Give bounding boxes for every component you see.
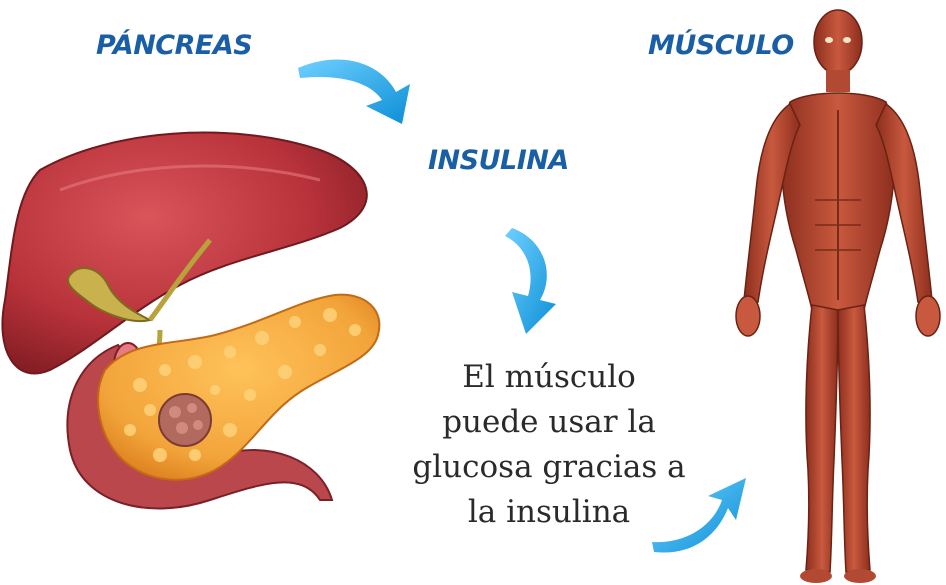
caption-text: El músculo puede usar la glucosa gracias… (392, 355, 706, 535)
musculo-label: MÚSCULO (648, 30, 794, 61)
arrow-pancreas-to-insulina (298, 60, 410, 124)
arrow-insulina-to-caption (505, 228, 556, 334)
caption-line: la insulina (392, 490, 706, 535)
caption-line: El músculo (392, 355, 706, 400)
caption-line: glucosa gracias a (392, 445, 706, 490)
curved-arrow-icon (505, 228, 556, 334)
caption-line: puede usar la (392, 400, 706, 445)
insulina-label: INSULINA (428, 145, 569, 176)
muscular-body-illustration (736, 10, 940, 583)
pancreas-illustration (98, 295, 379, 480)
curved-arrow-icon (298, 60, 410, 124)
pancreas-label: PÁNCREAS (96, 30, 252, 61)
